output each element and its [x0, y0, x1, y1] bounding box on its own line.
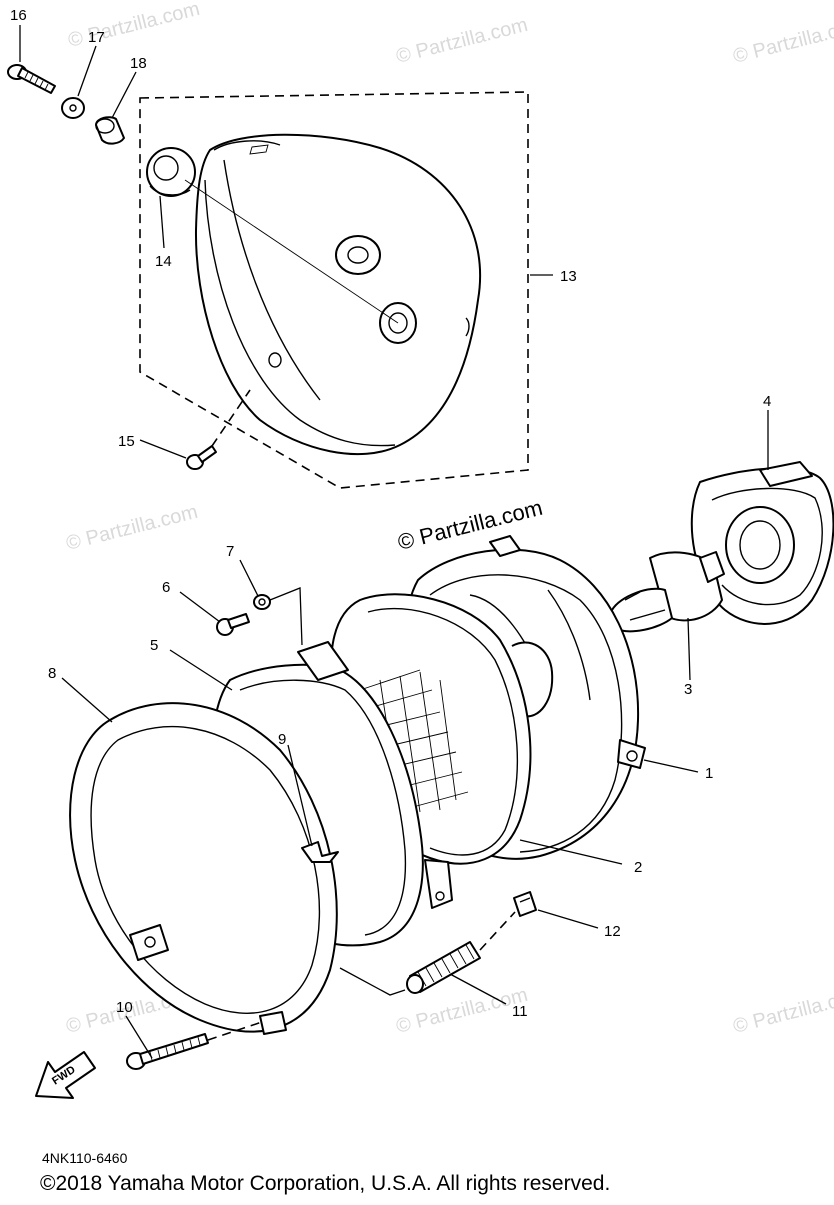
screw-10-guide	[207, 1021, 263, 1041]
callout-18: 18	[130, 55, 147, 72]
copyright: ©2018 Yamaha Motor Corporation, U.S.A. A…	[40, 1172, 610, 1195]
headlight-rim	[69, 702, 338, 1035]
callout-3: 3	[684, 681, 692, 698]
collar-17	[61, 97, 85, 119]
screw-10	[126, 1033, 209, 1070]
grommet-14	[146, 147, 196, 197]
callout-12: 12	[604, 923, 621, 940]
watermark: © Partzilla.com	[394, 14, 530, 68]
callout-16: 16	[10, 7, 27, 24]
watermark: © Partzilla.com	[731, 984, 834, 1038]
headlight-housing	[194, 133, 482, 456]
clip-9	[301, 841, 339, 863]
leader-lines	[19, 25, 769, 1059]
nut-12	[513, 891, 537, 917]
spring-11	[406, 941, 481, 994]
headlight-bulb	[608, 551, 725, 633]
callout-17: 17	[88, 29, 105, 46]
callout-8: 8	[48, 665, 56, 682]
reference-number: 4NK110-6460	[42, 1150, 128, 1166]
callout-7: 7	[226, 543, 234, 560]
bolt-16	[7, 64, 56, 94]
callout-9: 9	[278, 731, 286, 748]
callout-14: 14	[155, 253, 172, 270]
watermark: © Partzilla.com	[64, 501, 200, 555]
nut-7	[253, 594, 271, 610]
bushing-18	[95, 116, 125, 145]
callout-6: 6	[162, 579, 170, 596]
partzilla-watermark: © Partzilla.com	[395, 495, 545, 555]
screw-6	[216, 613, 250, 636]
housing-assembly-outline	[139, 91, 529, 489]
callout-15: 15	[118, 433, 135, 450]
callout-10: 10	[116, 999, 133, 1016]
watermark: © Partzilla.com	[66, 0, 202, 52]
callout-13: 13	[560, 268, 577, 285]
screw-6-guide	[269, 587, 303, 646]
screw-15-guide	[211, 389, 251, 447]
screw-15	[186, 445, 217, 470]
alignment-line	[184, 179, 399, 324]
socket-cover	[690, 461, 834, 625]
callouts: 16 17 18 14 13 15 4 7 6 5 8 9 3 1 2 12 1…	[10, 7, 771, 1020]
callout-1: 1	[705, 765, 713, 782]
watermark: © Partzilla.com	[731, 14, 834, 68]
callout-5: 5	[150, 637, 158, 654]
spring-guide	[479, 911, 516, 951]
callout-4: 4	[763, 393, 771, 410]
rim-spring-guide	[339, 967, 406, 996]
fwd-arrow: FWD	[35, 1051, 96, 1099]
callout-11: 11	[512, 1003, 528, 1020]
callout-2: 2	[634, 859, 642, 876]
